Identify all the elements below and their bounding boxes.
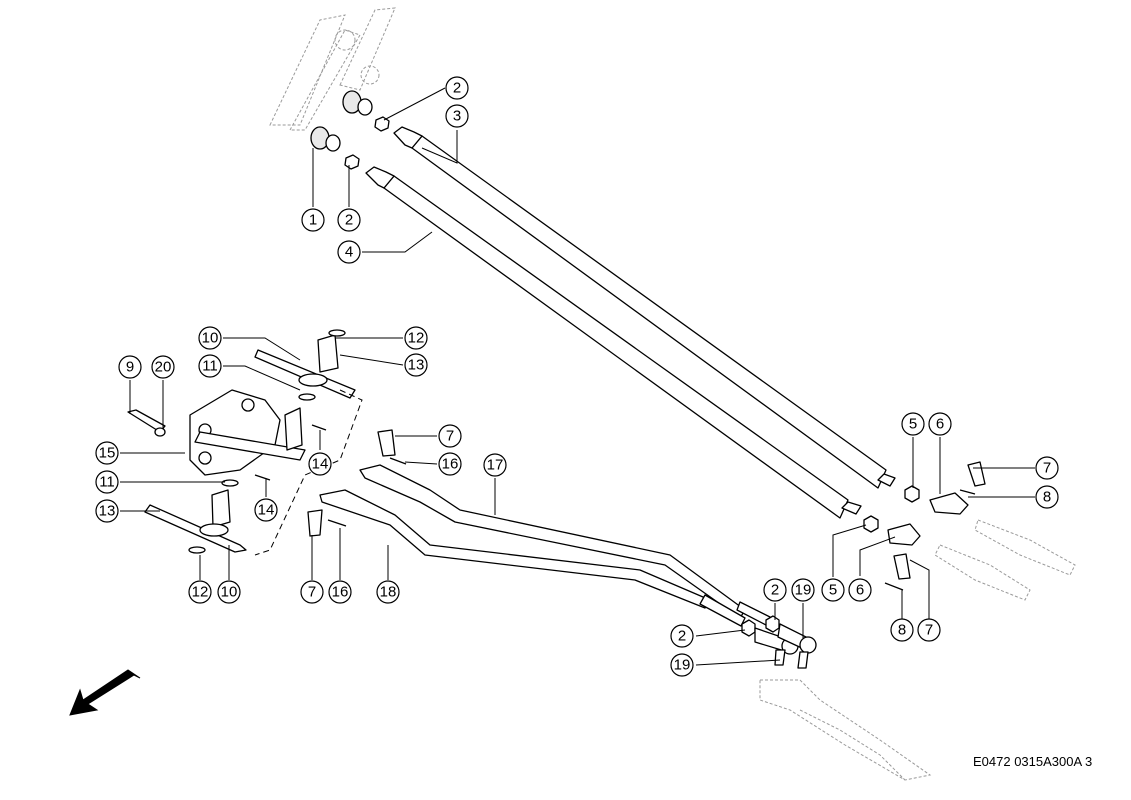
callout-12-bottom: 12 <box>188 580 212 604</box>
svg-text:7: 7 <box>1043 460 1051 477</box>
svg-text:2: 2 <box>678 628 686 645</box>
svg-text:7: 7 <box>308 584 316 601</box>
svg-text:6: 6 <box>856 582 864 599</box>
svg-text:15: 15 <box>99 445 116 462</box>
callout-18: 18 <box>376 580 400 604</box>
svg-text:10: 10 <box>202 330 219 347</box>
svg-text:20: 20 <box>155 359 172 376</box>
drawing-code: E0472 0315A300A 3 <box>973 754 1093 769</box>
svg-text:2: 2 <box>345 212 353 229</box>
callout-5-b: 5 <box>821 578 845 602</box>
callout-2-top-left: 2 <box>337 208 361 232</box>
svg-text:7: 7 <box>925 622 933 639</box>
callout-6-a: 6 <box>928 412 952 436</box>
svg-text:10: 10 <box>221 584 238 601</box>
callout-7-right: 7 <box>1035 456 1059 480</box>
callout-12-top: 12 <box>404 326 428 350</box>
callout-3: 3 <box>445 104 469 128</box>
svg-text:16: 16 <box>332 584 349 601</box>
callout-11-top: 11 <box>198 354 222 378</box>
callout-19-b: 19 <box>670 653 694 677</box>
callout-5-a: 5 <box>901 412 925 436</box>
svg-text:16: 16 <box>442 456 459 473</box>
svg-text:17: 17 <box>487 457 504 474</box>
svg-text:13: 13 <box>99 503 116 520</box>
rod-3 <box>393 126 896 489</box>
svg-text:8: 8 <box>1043 489 1051 506</box>
svg-text:4: 4 <box>345 244 353 261</box>
callout-1: 1 <box>301 208 325 232</box>
callout-16-left: 16 <box>328 580 352 604</box>
svg-text:6: 6 <box>936 416 944 433</box>
callout-14-b: 14 <box>254 498 278 522</box>
callout-17: 17 <box>483 453 507 477</box>
svg-text:11: 11 <box>202 358 218 375</box>
svg-text:11: 11 <box>99 474 115 491</box>
callout-4: 4 <box>337 240 361 264</box>
callout-10-top: 10 <box>198 326 222 350</box>
svg-text:8: 8 <box>898 622 906 639</box>
callout-19-a: 19 <box>791 578 815 602</box>
callouts: 1 2 2 3 4 2 2 19 19 5 5 6 6 7 7 7 7 8 8 … <box>95 76 1059 677</box>
pins-left <box>307 429 407 537</box>
callout-8-a: 8 <box>1035 485 1059 509</box>
svg-text:2: 2 <box>771 582 779 599</box>
direction-arrow <box>69 669 141 716</box>
svg-text:19: 19 <box>674 657 691 674</box>
callout-7-bottom-right: 7 <box>917 618 941 642</box>
svg-text:5: 5 <box>829 582 837 599</box>
callout-13-bottom: 13 <box>95 499 119 523</box>
svg-text:9: 9 <box>126 359 134 376</box>
svg-text:3: 3 <box>453 108 461 125</box>
callout-2-top: 2 <box>445 76 469 100</box>
callout-2-bottom-a: 2 <box>763 578 787 602</box>
callout-13-top: 13 <box>404 353 428 377</box>
callout-14-a: 14 <box>308 452 332 476</box>
callout-20: 20 <box>151 355 175 379</box>
svg-text:5: 5 <box>909 416 917 433</box>
callout-7-left: 7 <box>300 580 324 604</box>
rod-18 <box>319 489 746 627</box>
callout-7-mid: 7 <box>438 424 462 448</box>
svg-text:13: 13 <box>408 357 425 374</box>
svg-text:19: 19 <box>795 582 812 599</box>
leader-lines <box>120 87 1035 666</box>
svg-text:12: 12 <box>408 330 425 347</box>
callout-6-b: 6 <box>848 578 872 602</box>
svg-text:14: 14 <box>258 502 275 519</box>
callout-16-mid: 16 <box>438 452 462 476</box>
svg-text:12: 12 <box>192 584 209 601</box>
callout-2-bottom-b: 2 <box>670 624 694 648</box>
phantom-parts <box>269 7 1076 781</box>
ball-joints <box>741 615 817 669</box>
callout-10-bottom: 10 <box>217 580 241 604</box>
fittings-top <box>310 90 390 170</box>
bracket-assembly <box>127 329 363 556</box>
callout-9: 9 <box>118 355 142 379</box>
svg-text:14: 14 <box>312 456 329 473</box>
svg-text:2: 2 <box>453 80 461 97</box>
svg-text:7: 7 <box>446 428 454 445</box>
callout-15: 15 <box>95 441 119 465</box>
callout-11-bottom: 11 <box>95 470 119 494</box>
svg-text:1: 1 <box>309 212 317 229</box>
rod-4 <box>365 166 862 519</box>
svg-text:18: 18 <box>380 584 397 601</box>
callout-8-b: 8 <box>890 618 914 642</box>
